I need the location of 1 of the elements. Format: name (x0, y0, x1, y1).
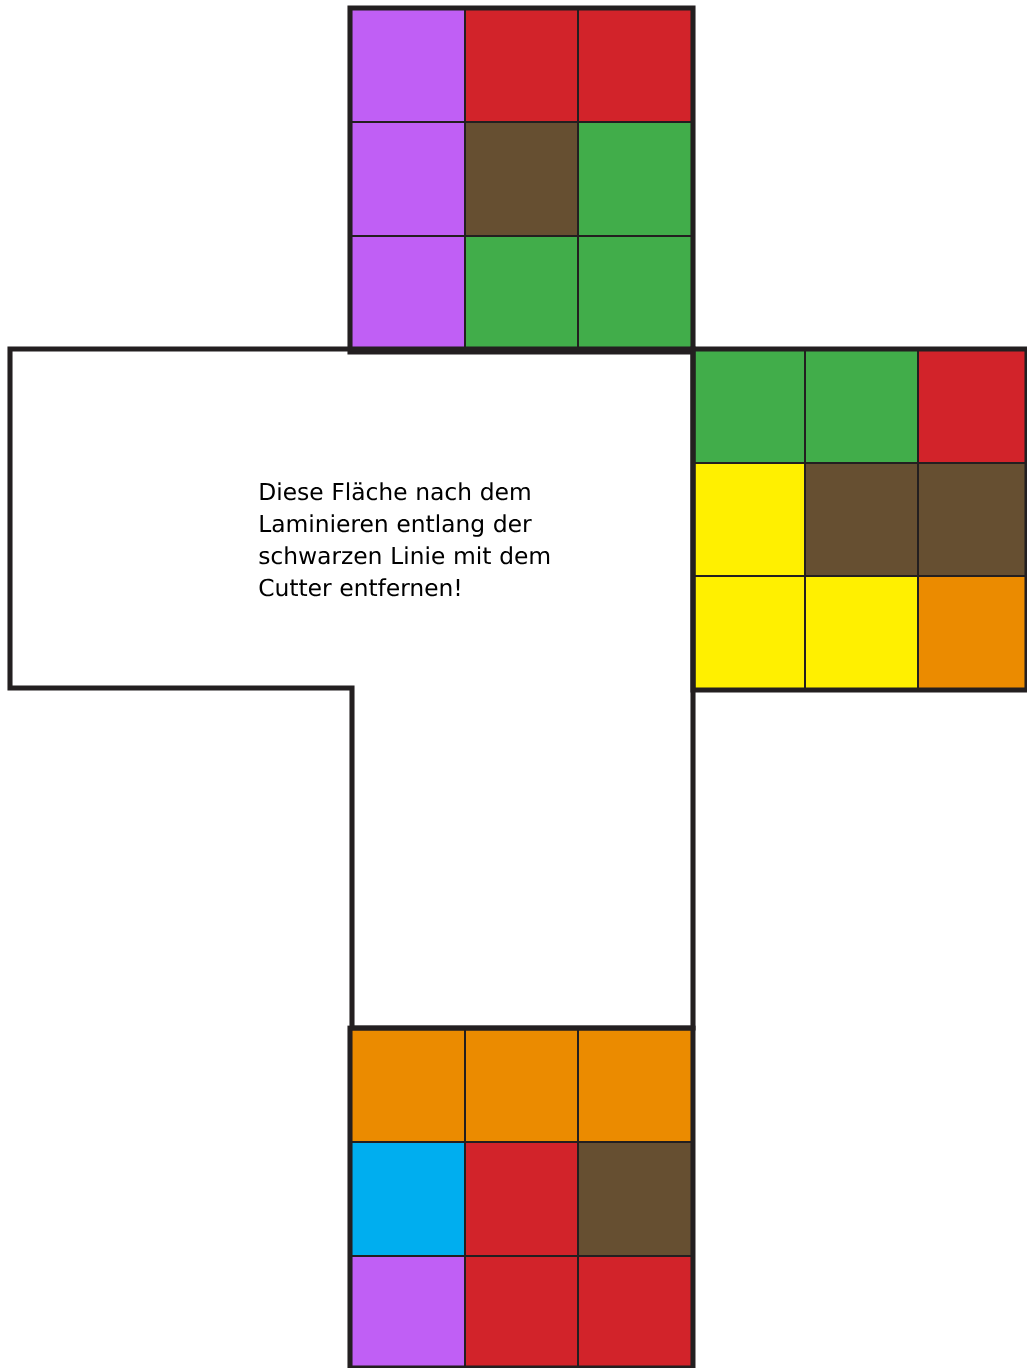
cutout-area: Diese Fläche nach dem Laminieren entlang der schwarzen Linie mit dem Cutter entfernen! (7, 346, 696, 1031)
